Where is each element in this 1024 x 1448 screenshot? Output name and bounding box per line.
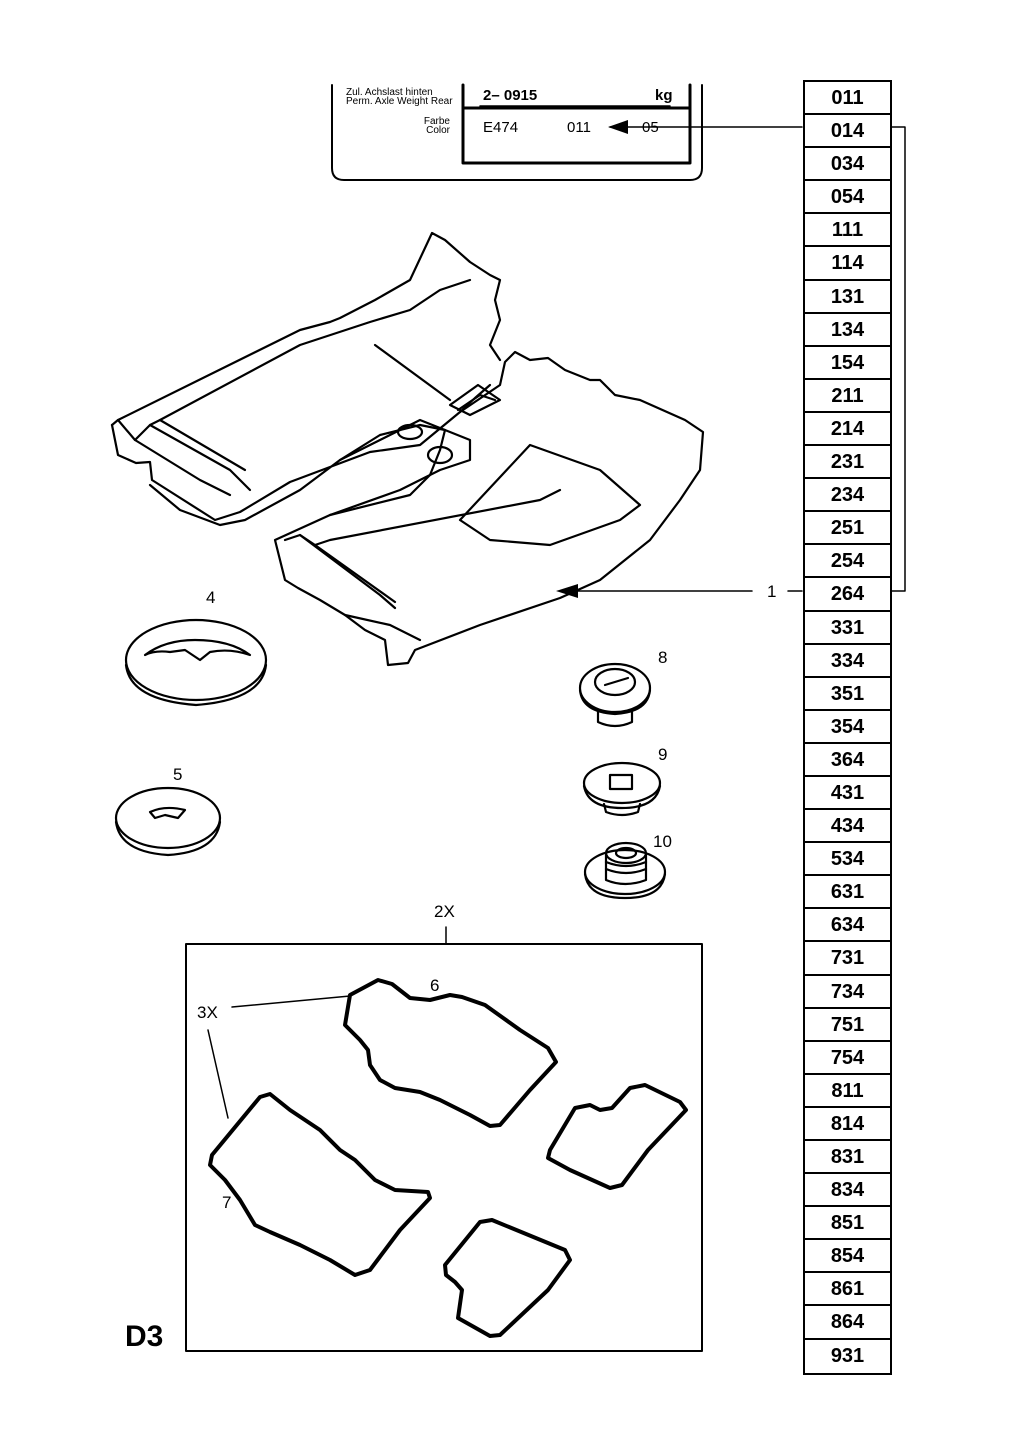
color-code-cell: 234 (805, 479, 890, 513)
plug-small-drawing (114, 786, 222, 857)
color-code-cell: 131 (805, 281, 890, 314)
color-code-cell: 334 (805, 645, 890, 678)
color-code-cell: 211 (805, 380, 890, 413)
color-code-cell: 364 (805, 744, 890, 777)
color-code-cell: 434 (805, 810, 890, 844)
callout-10: 10 (653, 832, 672, 851)
plug-large-drawing (124, 618, 268, 707)
paint-plate-inner-box (461, 83, 692, 165)
color-code-cell: 351 (805, 678, 890, 711)
color-code-cell: 854 (805, 1240, 890, 1274)
color-code: E474 (483, 119, 519, 136)
mats-drawing (208, 978, 688, 1338)
color-code-cell: 731 (805, 942, 890, 976)
grommet-slot-drawing (578, 662, 652, 728)
color-label-de: Farbe (423, 116, 450, 127)
color-code-cell: 834 (805, 1174, 890, 1208)
grommet-clip-drawing (582, 761, 662, 817)
axle-label-en: Perm. Axle Weight Rear (346, 96, 453, 107)
color-code-cell: 014 (805, 115, 890, 149)
color-code-cell: 851 (805, 1207, 890, 1241)
color-code-cell: 114 (805, 247, 890, 281)
grommet-threaded-drawing (583, 841, 667, 900)
color-code-cell: 034 (805, 148, 890, 182)
color-code-cell: 754 (805, 1042, 890, 1075)
arrow-head-1 (556, 584, 578, 598)
color-code-cell: 734 (805, 976, 890, 1009)
callout-7: 7 (222, 1193, 232, 1212)
color-code-cell: 054 (805, 181, 890, 215)
callout-4: 4 (206, 588, 216, 607)
color-code-cell: 231 (805, 446, 890, 480)
color-code-cell: 831 (805, 1141, 890, 1175)
callout-2x: 2X (434, 902, 455, 921)
callout-8: 8 (658, 648, 668, 667)
color-number: 011 (567, 119, 591, 136)
leader-3x-a (231, 995, 351, 1008)
callout-9: 9 (658, 745, 668, 764)
callout-3x: 3X (197, 1003, 218, 1022)
color-code-cell: 534 (805, 843, 890, 877)
color-extra: 05 (642, 119, 659, 136)
color-code-cell: 331 (805, 612, 890, 645)
floor-carpet-drawing (110, 231, 705, 667)
color-code-cell: 134 (805, 314, 890, 347)
color-code-cell: 811 (805, 1075, 890, 1108)
axle-label-de: Zul. Achslast hinten (346, 87, 433, 98)
callout-1: 1 (767, 582, 777, 601)
color-code-cell: 254 (805, 545, 890, 579)
color-code-cell: 264 (805, 578, 890, 612)
color-code-cell: 931 (830, 1344, 865, 1367)
page-code: D3 (125, 1320, 164, 1353)
color-code-cell: 431 (805, 777, 890, 811)
color-code-cell: 631 (805, 876, 890, 910)
color-label-en: Color (426, 125, 450, 136)
color-code-cell: 011 (805, 82, 890, 116)
color-code-cell: 111 (805, 214, 890, 248)
color-code-cell: 861 (805, 1273, 890, 1307)
axle-unit: kg (655, 87, 673, 104)
color-code-cell: 251 (805, 512, 890, 546)
callout-5: 5 (173, 765, 183, 784)
color-code-cell: 214 (805, 413, 890, 447)
mats-set-box (185, 943, 703, 1352)
color-code-cell: 814 (805, 1108, 890, 1141)
axle-value: 2– 0915 (483, 87, 538, 104)
color-code-cell: 354 (805, 711, 890, 744)
color-code-cell: 154 (805, 347, 890, 380)
color-code-cell: 751 (805, 1009, 890, 1042)
code-bracket (891, 126, 906, 592)
leader-3x-b (207, 1029, 229, 1119)
color-code-cell: 864 (805, 1306, 890, 1340)
paint-plate-outline (331, 84, 703, 181)
arrow-head-014 (608, 120, 628, 134)
callout-6: 6 (430, 976, 440, 995)
color-code-cell: 634 (805, 909, 890, 943)
